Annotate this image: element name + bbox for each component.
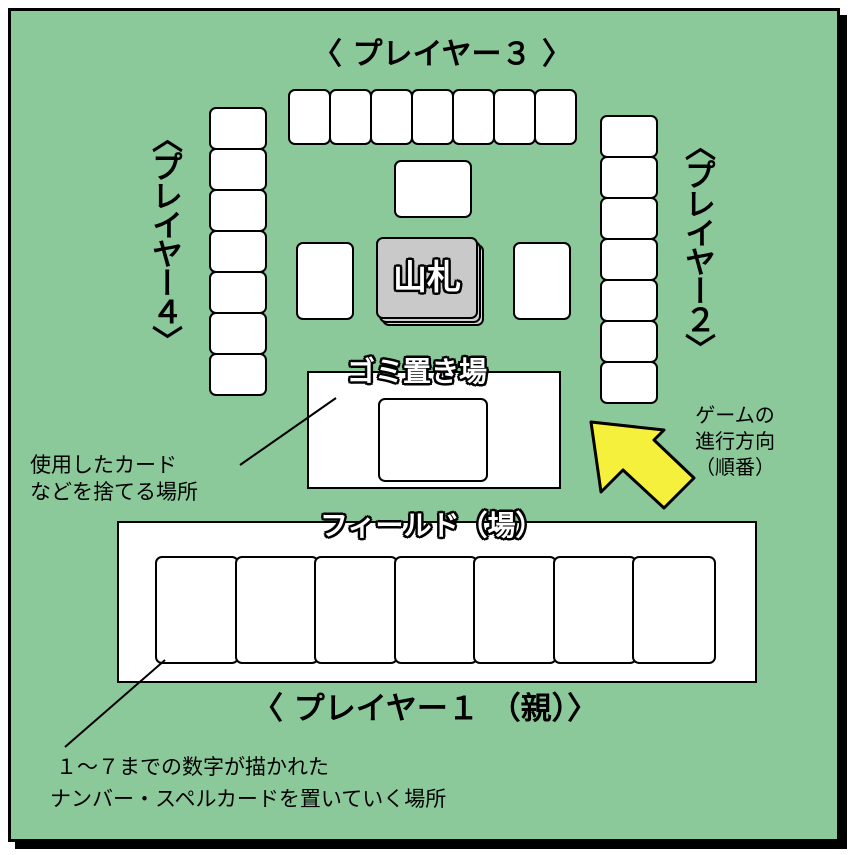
field-note-line2: ナンバー・スペルカードを置いていく場所 bbox=[50, 786, 447, 811]
discard-card bbox=[378, 398, 488, 482]
player3-label: 〈 プレイヤー３ 〉 bbox=[312, 37, 572, 72]
player3-card bbox=[329, 89, 372, 145]
deck-pile: 山札 bbox=[376, 237, 478, 319]
field-card-slot bbox=[473, 556, 557, 664]
player2-card bbox=[600, 238, 658, 281]
center-left-card bbox=[296, 242, 354, 320]
field-card-slot bbox=[632, 556, 716, 664]
direction-note-line2: 進行方向 bbox=[695, 429, 775, 453]
discard-note-line2: などを捨てる場所 bbox=[30, 480, 198, 505]
turn-direction-arrow-icon bbox=[589, 420, 696, 510]
player4-card bbox=[209, 189, 267, 232]
center-right-card bbox=[513, 242, 571, 320]
center-top-card bbox=[394, 160, 472, 218]
player3-card bbox=[534, 89, 577, 145]
player4-card bbox=[209, 271, 267, 314]
player4-card bbox=[209, 230, 267, 273]
discard-label: ゴミ置き場 bbox=[347, 355, 488, 388]
field-note: １～７までの数字が描かれた ナンバー・スペルカードを置いていく場所 bbox=[50, 752, 446, 815]
field-note-line1: １～７までの数字が描かれた bbox=[56, 755, 329, 779]
player1-label: 〈 プレイヤー１ （親）〉 bbox=[252, 691, 599, 727]
player2-card bbox=[600, 320, 658, 363]
player2-label: 〈プレイヤー２〉 bbox=[679, 130, 715, 362]
discard-note: 使用したカード などを捨てる場所 bbox=[30, 452, 198, 507]
player4-card bbox=[209, 107, 267, 150]
field-card-slot bbox=[393, 556, 478, 664]
direction-note-line3: （順番） bbox=[695, 455, 775, 479]
player4-label: 〈プレイヤー４〉 bbox=[146, 122, 182, 354]
deck-label: 山札 bbox=[393, 258, 461, 298]
player4-card bbox=[209, 353, 267, 396]
field-card-slot bbox=[552, 556, 637, 664]
discard-note-line1: 使用したカード bbox=[30, 453, 177, 477]
field-card-slot bbox=[234, 556, 319, 664]
field-label: フィールド（場） bbox=[320, 509, 544, 542]
player3-card bbox=[288, 89, 331, 145]
player3-card bbox=[411, 89, 454, 145]
direction-note-line1: ゲームの bbox=[695, 403, 775, 427]
player2-card bbox=[600, 115, 658, 158]
field-card-slot bbox=[155, 556, 239, 664]
direction-note: ゲームの 進行方向 （順番） bbox=[695, 402, 775, 480]
player2-card bbox=[600, 361, 658, 404]
